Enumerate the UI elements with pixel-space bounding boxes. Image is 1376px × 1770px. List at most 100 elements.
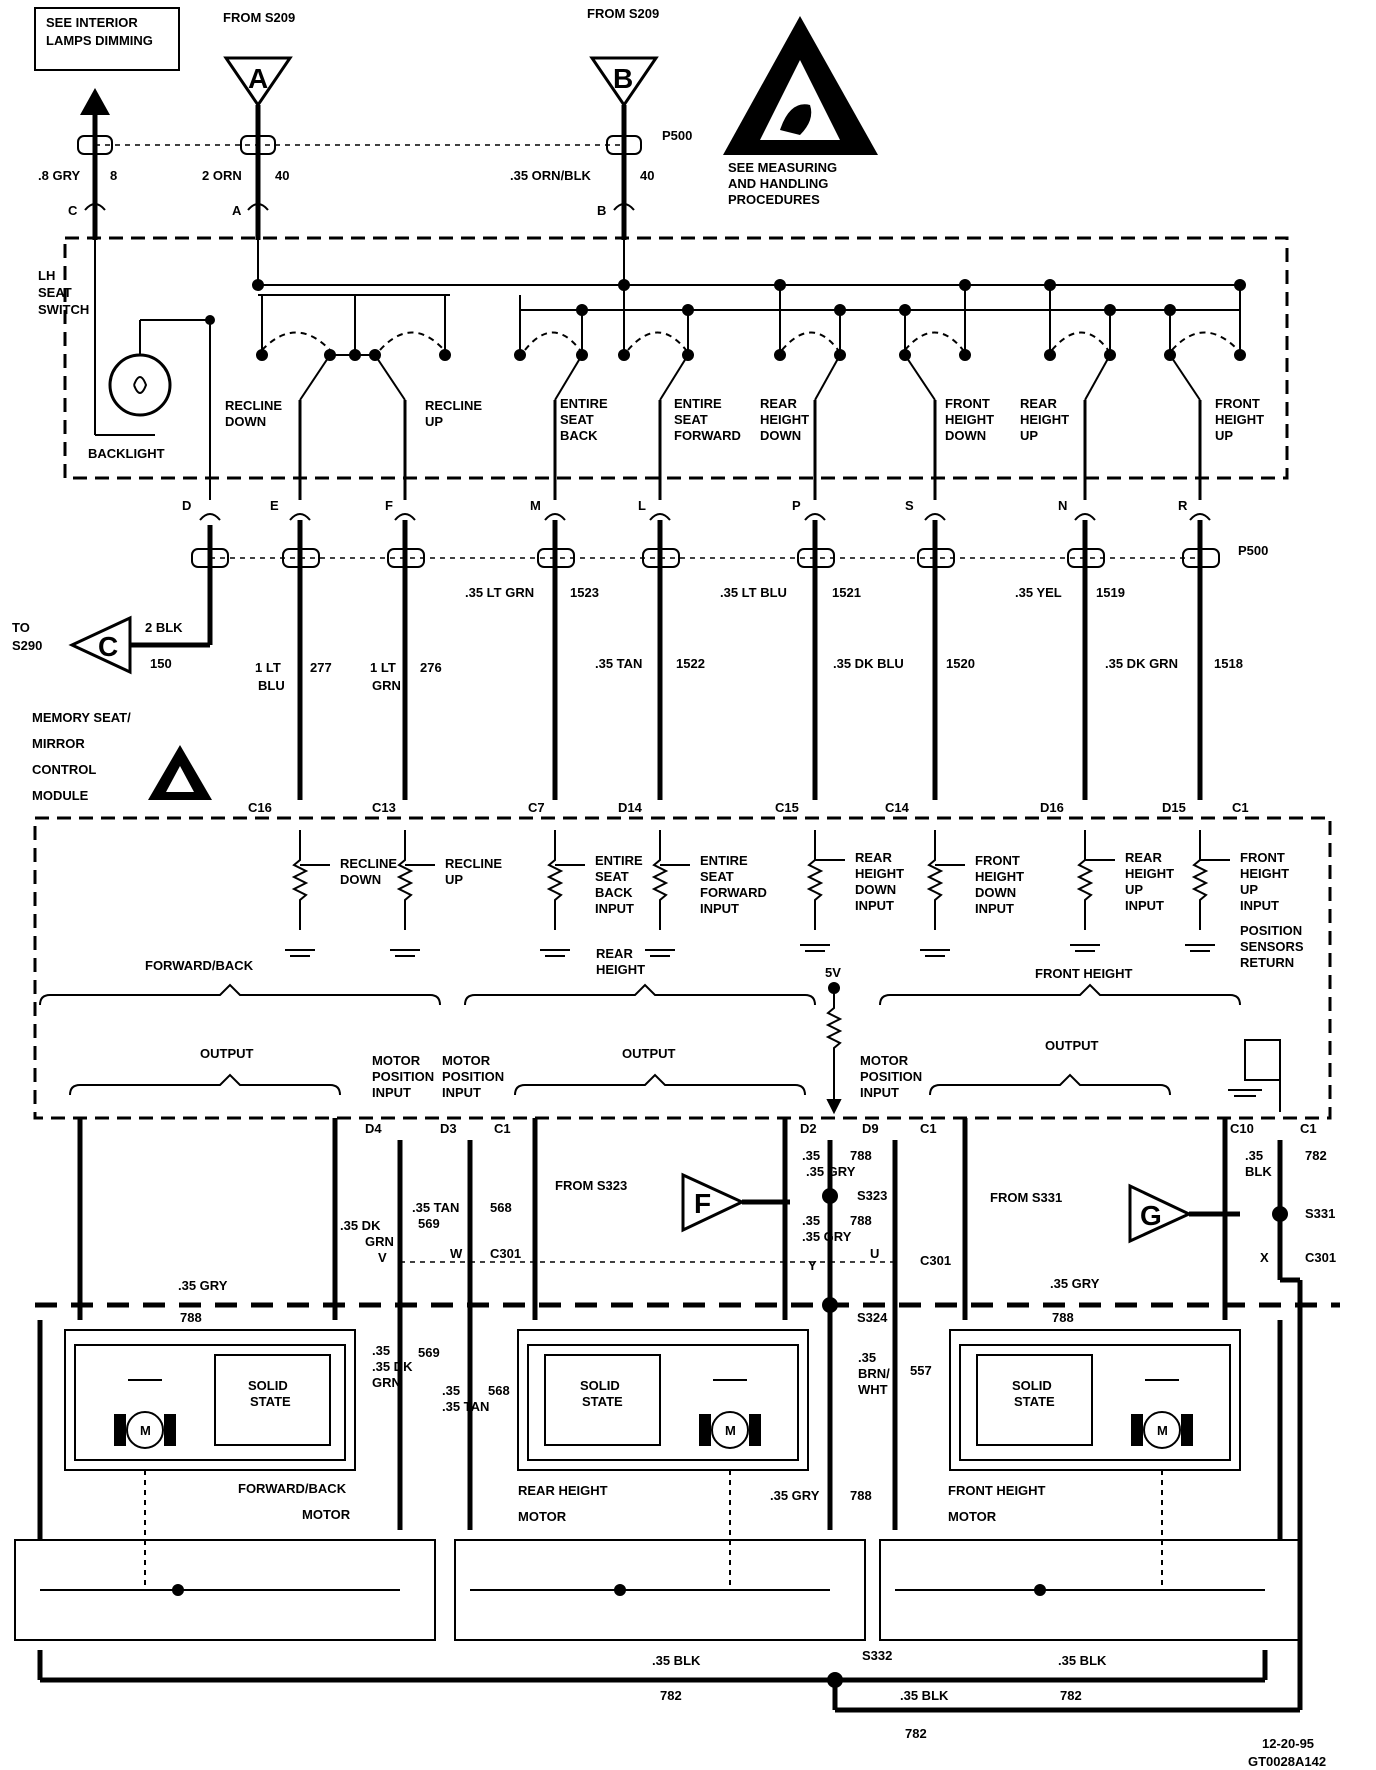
s331-label: S331 <box>1305 1206 1335 1221</box>
svg-text:.35 DK: .35 DK <box>340 1218 381 1233</box>
svg-text:LH: LH <box>38 268 55 283</box>
connector-c: C <box>68 615 132 675</box>
svg-text:568: 568 <box>490 1200 512 1215</box>
svg-text:BLK: BLK <box>1245 1164 1272 1179</box>
svg-text:BACK: BACK <box>595 885 633 900</box>
connector-a: A <box>223 56 293 108</box>
svg-text:FRONT HEIGHT: FRONT HEIGHT <box>948 1483 1046 1498</box>
module-ground-icon <box>1228 1039 1281 1112</box>
output-label-3: OUTPUT <box>1045 1038 1099 1053</box>
from-s209-left: FROM S209 <box>223 10 295 25</box>
svg-text:U: U <box>870 1246 879 1261</box>
svg-text:1522: 1522 <box>676 656 705 671</box>
svg-text:.35 LT BLU: .35 LT BLU <box>720 585 787 600</box>
pin-b-label: B <box>597 203 606 218</box>
svg-text:788: 788 <box>850 1213 872 1228</box>
svg-text:MIRROR: MIRROR <box>32 736 85 751</box>
svg-text:UP: UP <box>1125 882 1143 897</box>
svg-text:277: 277 <box>310 660 332 675</box>
svg-text:ENTIRE: ENTIRE <box>595 853 643 868</box>
svg-text:RECLINE: RECLINE <box>340 856 397 871</box>
switch-leads <box>298 400 1202 500</box>
svg-text:SOLID: SOLID <box>580 1378 620 1393</box>
from-s209-right: FROM S209 <box>587 6 659 21</box>
svg-text:INPUT: INPUT <box>975 901 1014 916</box>
svg-text:D: D <box>182 498 191 513</box>
forward-back-label: FORWARD/BACK <box>145 958 254 973</box>
bottom-blk-right: .35 BLK <box>1058 1653 1107 1668</box>
svg-text:C7: C7 <box>528 800 545 815</box>
svg-text:SEAT: SEAT <box>560 412 594 427</box>
c301-label-3: C301 <box>1305 1250 1336 1265</box>
svg-text:782: 782 <box>1305 1148 1327 1163</box>
switch-label-recline-up: RECLINE UP <box>425 398 482 429</box>
blk-wire-num: 150 <box>150 656 172 671</box>
svg-text:GT0028A142: GT0028A142 <box>1248 1754 1326 1769</box>
svg-text:DOWN: DOWN <box>945 428 986 443</box>
svg-text:E: E <box>270 498 279 513</box>
rear-height-label-2: HEIGHT <box>596 962 645 977</box>
svg-text:ENTIRE: ENTIRE <box>700 853 748 868</box>
svg-text:BRN/: BRN/ <box>858 1366 890 1381</box>
svg-text:.35: .35 <box>802 1213 820 1228</box>
wire-ornblk-label: .35 ORN/BLK <box>510 168 592 183</box>
motor-pos-input-2: MOTOR POSITION INPUT <box>442 1053 504 1100</box>
seat-switch-boundary <box>63 236 1289 480</box>
svg-text:DOWN: DOWN <box>225 414 266 429</box>
svg-text:HEIGHT: HEIGHT <box>1215 412 1264 427</box>
svg-text:STATE: STATE <box>1014 1394 1055 1409</box>
svg-text:.35 DK: .35 DK <box>372 1359 413 1374</box>
svg-text:FORWARD: FORWARD <box>674 428 741 443</box>
svg-text:BLU: BLU <box>258 678 285 693</box>
svg-text:SWITCH: SWITCH <box>38 302 89 317</box>
svg-text:S: S <box>905 498 914 513</box>
svg-text:D4: D4 <box>365 1121 382 1136</box>
five-volt-pullup <box>825 982 843 1115</box>
svg-text:HEIGHT: HEIGHT <box>1020 412 1069 427</box>
front-height-motor <box>949 1329 1241 1471</box>
svg-text:.35 DK BLU: .35 DK BLU <box>833 656 904 671</box>
svg-text:.35 YEL: .35 YEL <box>1015 585 1062 600</box>
esd-small-icon <box>148 745 212 800</box>
connector-f: F <box>681 1172 746 1233</box>
bottom-blk-left: .35 BLK <box>652 1653 701 1668</box>
svg-text:788: 788 <box>1052 1310 1074 1325</box>
svg-text:C15: C15 <box>775 800 799 815</box>
module-input-labels: RECLINE DOWN RECLINE UP ENTIRE SEAT BACK… <box>340 850 1289 916</box>
svg-text:STATE: STATE <box>582 1394 623 1409</box>
svg-text:MOTOR: MOTOR <box>442 1053 491 1068</box>
splices <box>822 1188 1288 1688</box>
switch-label-entire-seat-back: ENTIRE SEAT BACK <box>560 396 608 443</box>
svg-text:D9: D9 <box>862 1121 879 1136</box>
svg-text:MODULE: MODULE <box>32 788 89 803</box>
p500-top-label: P500 <box>662 128 692 143</box>
svg-text:SEAT: SEAT <box>700 869 734 884</box>
svg-text:M: M <box>530 498 541 513</box>
wire-gry-num: 8 <box>110 168 117 183</box>
bottom-782-mid: 782 <box>905 1726 927 1741</box>
svg-text:.35: .35 <box>802 1148 820 1163</box>
svg-text:SEAT: SEAT <box>38 285 72 300</box>
svg-text:788: 788 <box>850 1148 872 1163</box>
wire-ornblk-num: 40 <box>640 168 654 183</box>
switch-contacts <box>252 279 1246 401</box>
svg-text:D2: D2 <box>800 1121 817 1136</box>
footer: 12-20-95 GT0028A142 <box>1248 1736 1326 1769</box>
svg-text:SOLID: SOLID <box>248 1378 288 1393</box>
lower-pin-letters: V W U Y X <box>378 1246 1269 1273</box>
svg-text:569: 569 <box>418 1216 440 1231</box>
svg-text:A: A <box>248 63 268 94</box>
p500-mid-label: P500 <box>1238 543 1268 558</box>
svg-text:C10: C10 <box>1230 1121 1254 1136</box>
switch-label-front-height-down: FRONT HEIGHT DOWN <box>945 396 994 443</box>
svg-text:FRONT: FRONT <box>1215 396 1260 411</box>
svg-text:.35 LT GRN: .35 LT GRN <box>465 585 534 600</box>
module-input-circuits <box>285 830 1230 957</box>
svg-text:B: B <box>613 63 633 94</box>
rear-height-label-1: REAR <box>596 946 633 961</box>
svg-text:GRN: GRN <box>372 1375 401 1390</box>
svg-text:WHT: WHT <box>858 1382 888 1397</box>
switch-label-rear-height-up: REAR HEIGHT UP <box>1020 396 1069 443</box>
svg-text:MOTOR: MOTOR <box>518 1509 567 1524</box>
svg-text:557: 557 <box>910 1363 932 1378</box>
